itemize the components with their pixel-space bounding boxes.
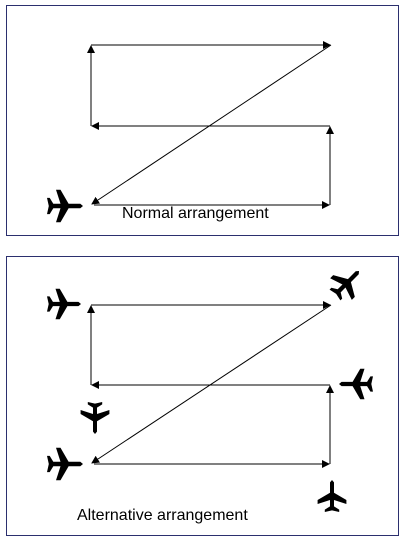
airplane-icon xyxy=(47,288,81,320)
airplane-icon xyxy=(317,480,347,512)
airplane-icon xyxy=(47,447,83,481)
airplane-icon xyxy=(80,402,110,434)
pattern-leg xyxy=(91,44,332,205)
pattern-normal xyxy=(87,41,334,209)
diagram-caption: Normal arrangement xyxy=(122,205,269,222)
diagram-caption: Alternative arrangement xyxy=(77,507,248,524)
airplane-icon xyxy=(339,368,373,400)
airplane-icon xyxy=(47,189,83,223)
airplane-icon xyxy=(324,260,370,306)
pattern-leg xyxy=(91,304,332,464)
diagram-panel-normal xyxy=(6,5,399,236)
pattern-alternative xyxy=(87,301,334,468)
